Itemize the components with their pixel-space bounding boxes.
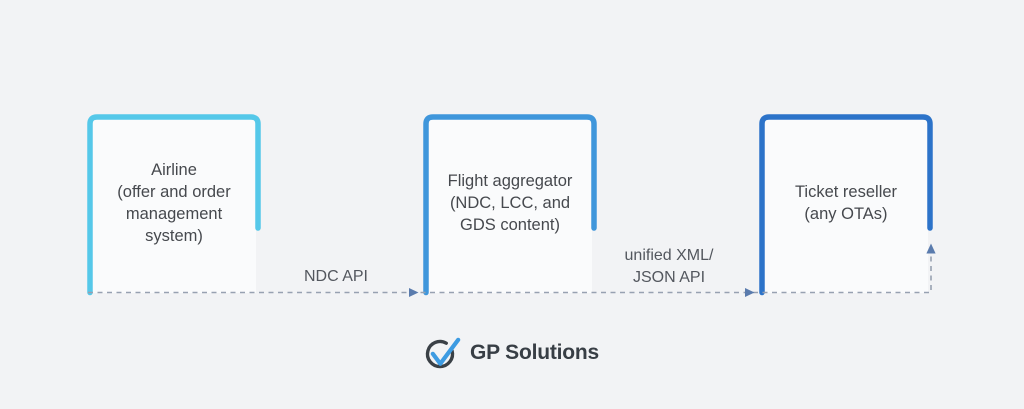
node-flight-aggregator: Flight aggregator (NDC, LCC, and GDS con…: [423, 114, 597, 296]
arrowhead-to-aggregator: [409, 288, 419, 297]
node-airline: Airline (offer and order management syst…: [87, 114, 261, 296]
connector-label-unified-api: unified XML/ JSON API: [624, 247, 714, 286]
gp-solutions-logo-text: GP Solutions: [469, 341, 600, 364]
node-airline-border: [87, 114, 261, 296]
node-airline-label: Airline (offer and order management syst…: [117, 161, 231, 245]
node-flight-aggregator-label: Flight aggregator (NDC, LCC, and GDS con…: [447, 172, 573, 234]
arrowhead-to-reseller: [745, 288, 755, 297]
node-flight-aggregator-border: [423, 114, 597, 296]
node-ticket-reseller-label: Ticket reseller (any OTAs): [794, 183, 898, 223]
gp-solutions-logo: GP Solutions: [0, 336, 1024, 370]
node-ticket-reseller-border: [759, 114, 933, 296]
node-ticket-reseller: Ticket reseller (any OTAs): [759, 114, 933, 296]
connector-label-ndc-api: NDC API: [303, 268, 368, 285]
gp-solutions-checkmark-icon: [425, 337, 461, 369]
